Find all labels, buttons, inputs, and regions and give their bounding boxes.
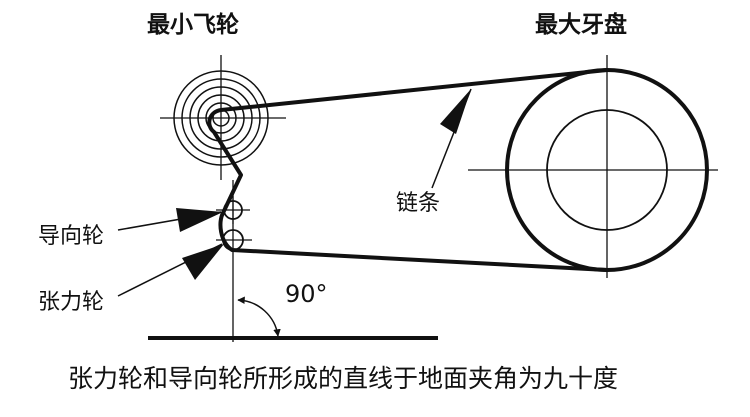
tension-pulley-label: 张力轮 xyxy=(38,290,105,315)
right-angle-arc xyxy=(237,296,281,337)
chain xyxy=(207,68,609,272)
smallest-cog xyxy=(160,55,286,180)
tension-pulley-pointer-arrowhead xyxy=(182,244,224,280)
angle-label: 90° xyxy=(285,280,328,308)
guide-pulley-label: 导向轮 xyxy=(38,224,105,249)
largest-chainring-label: 最大牙盘 xyxy=(535,12,627,38)
guide-pulley-pointer-arrowhead xyxy=(176,208,223,232)
chain-label: 链条 xyxy=(396,191,441,216)
largest-chainring xyxy=(468,55,718,278)
caption: 张力轮和导向轮所形成的直线于地面夹角为九十度 xyxy=(68,364,619,393)
chain-pointer-arrowhead xyxy=(440,89,471,134)
smallest-cog-label: 最小飞轮 xyxy=(147,12,239,38)
